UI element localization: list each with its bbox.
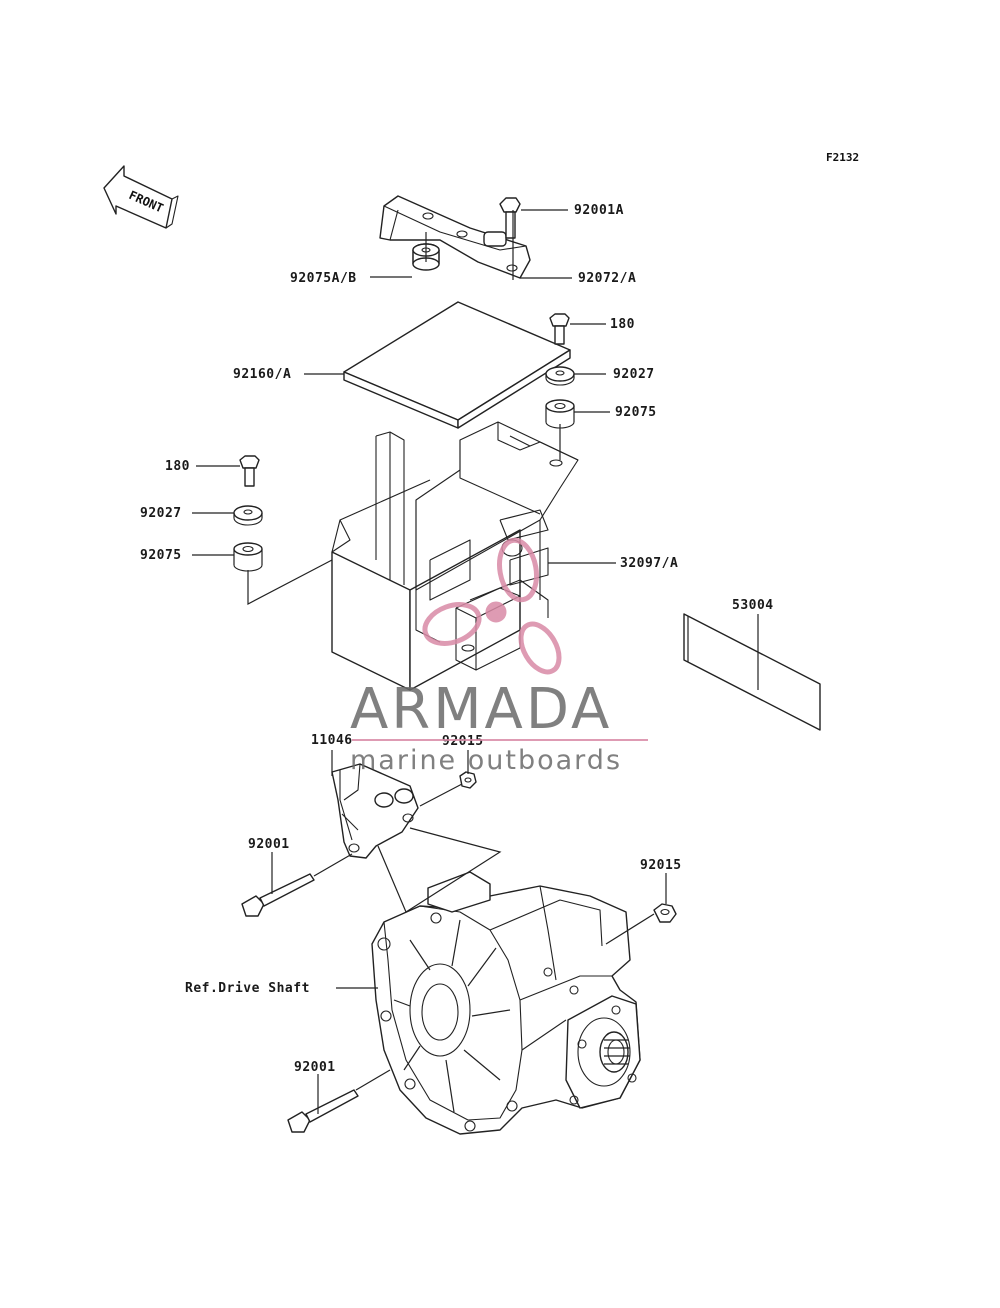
callout-92015-upper: 92015 bbox=[442, 734, 484, 749]
bracket-bolt bbox=[499, 197, 521, 239]
figure-id: F2132 bbox=[826, 151, 859, 164]
propeller-logo-icon bbox=[422, 537, 562, 675]
damper-right bbox=[545, 399, 575, 429]
bolt-upper bbox=[241, 873, 315, 917]
callout-ref-drive-shaft: Ref.Drive Shaft bbox=[185, 981, 310, 996]
watermark-brand: ARMADA bbox=[350, 677, 612, 742]
nut-right bbox=[653, 903, 677, 923]
battery-pad bbox=[343, 301, 571, 429]
callout-labels: 92001A 92075A/B 92072/A 180 92160/A 9202… bbox=[140, 203, 774, 1075]
drive-housing bbox=[371, 871, 641, 1135]
watermark-tagline: marine outboards bbox=[350, 745, 622, 776]
label-plate bbox=[683, 613, 821, 731]
washer-right bbox=[545, 366, 575, 386]
callout-92001-lower: 92001 bbox=[294, 1060, 336, 1075]
damper-left bbox=[233, 542, 263, 572]
top-bolt bbox=[549, 313, 570, 345]
leader-lines bbox=[192, 209, 759, 1114]
callout-92075-left: 92075 bbox=[140, 548, 182, 563]
washer-left bbox=[233, 505, 263, 526]
callout-180-top: 180 bbox=[610, 317, 635, 332]
callout-92072a: 92072/A bbox=[578, 271, 636, 286]
armada-watermark: ARMADA marine outboards bbox=[350, 537, 648, 776]
callout-180-left: 180 bbox=[165, 459, 190, 474]
callout-92160a: 92160/A bbox=[233, 367, 291, 382]
callout-11046: 11046 bbox=[311, 733, 353, 748]
front-arrow-icon: FRONT bbox=[103, 165, 179, 229]
callout-92001-upper: 92001 bbox=[248, 837, 290, 852]
callout-32097a: 32097/A bbox=[620, 556, 678, 571]
callout-53004: 53004 bbox=[732, 598, 774, 613]
callout-92015-right: 92015 bbox=[640, 858, 682, 873]
left-bolt bbox=[239, 455, 260, 487]
bolt-lower bbox=[287, 1089, 359, 1133]
battery-case bbox=[331, 421, 579, 691]
engine-mount bbox=[331, 763, 419, 859]
callout-92027-left: 92027 bbox=[140, 506, 182, 521]
callout-92001a: 92001A bbox=[574, 203, 624, 218]
callout-92075-right: 92075 bbox=[615, 405, 657, 420]
callout-92075ab: 92075A/B bbox=[290, 271, 357, 286]
battery-bracket bbox=[379, 195, 531, 279]
callout-92027-right: 92027 bbox=[613, 367, 655, 382]
nut-upper bbox=[459, 771, 477, 789]
